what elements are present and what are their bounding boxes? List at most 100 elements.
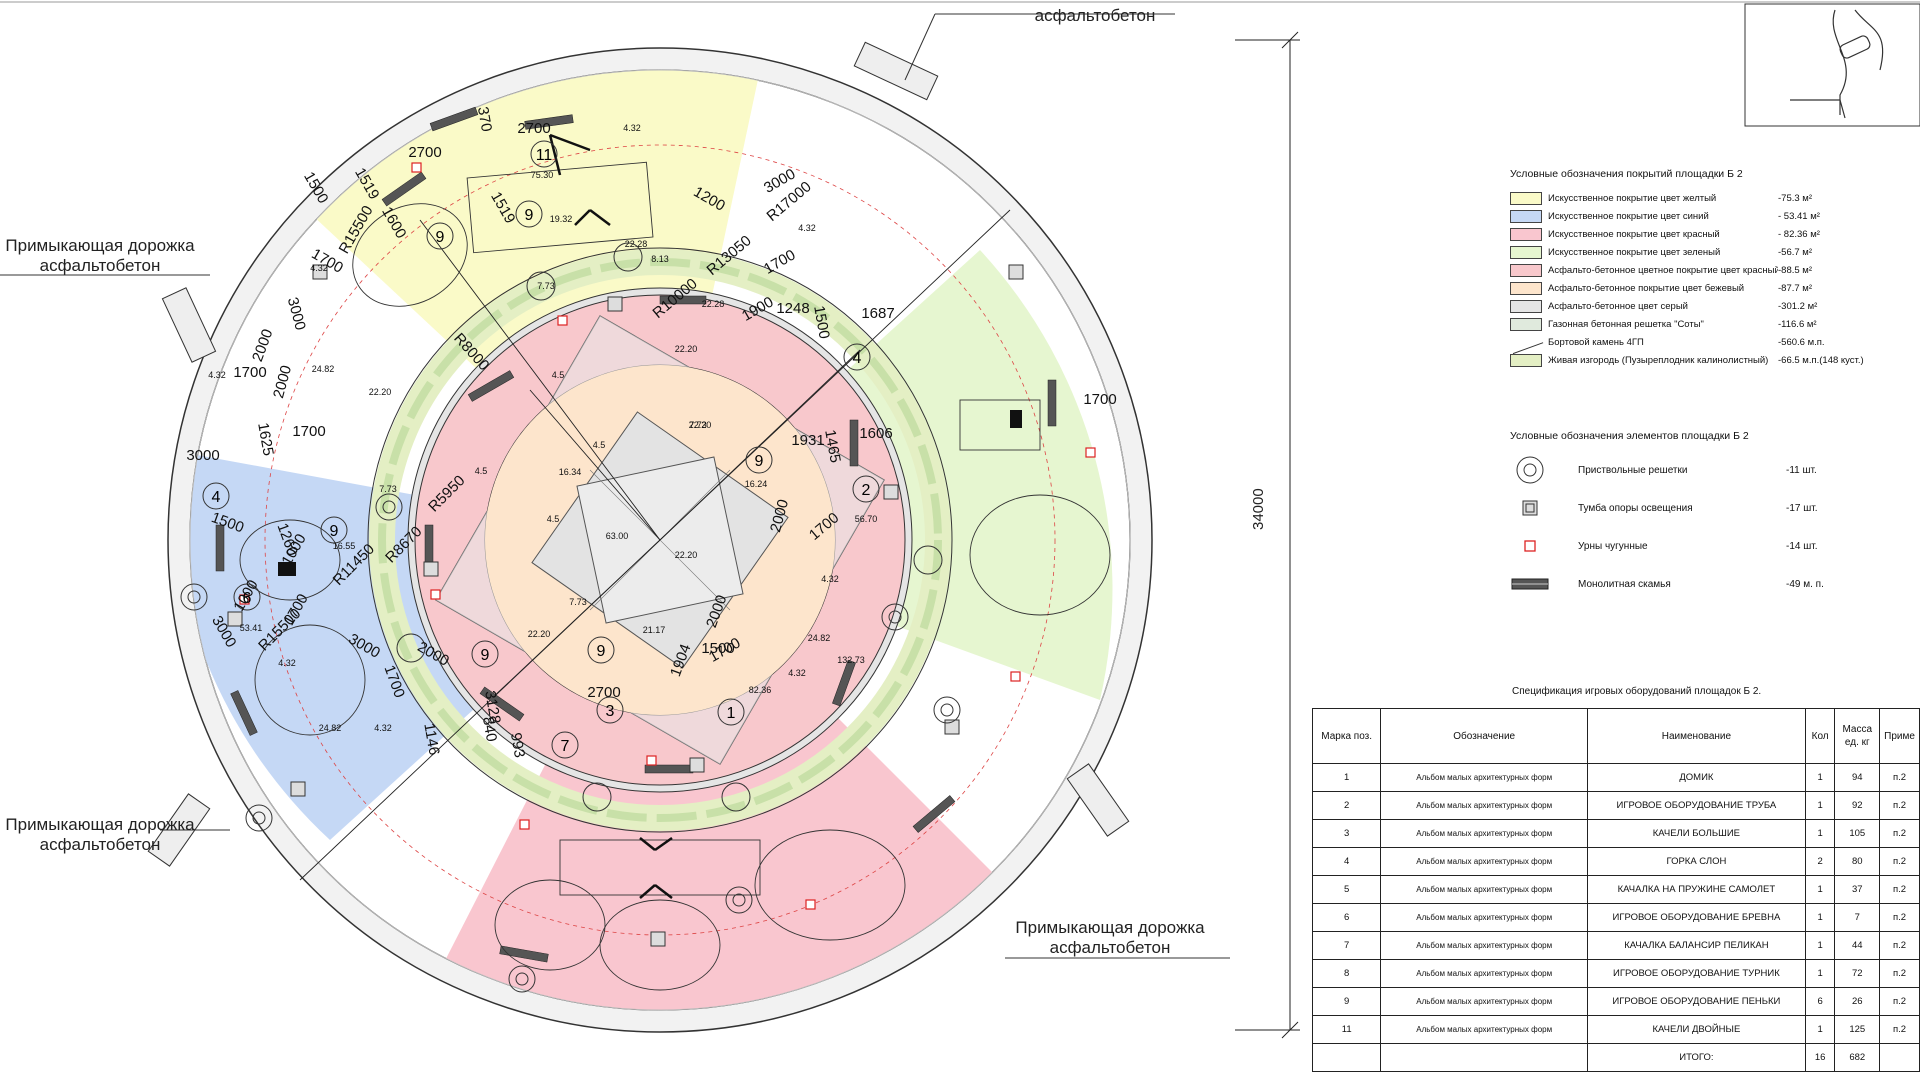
small-dimension-label: 19.32 bbox=[550, 214, 573, 224]
legend-row: Асфальто-бетонное цветное покрытие цвет … bbox=[1510, 261, 1910, 279]
zone-number: 1 bbox=[717, 698, 745, 726]
small-dimension-label: 4.32 bbox=[623, 123, 641, 133]
legend-swatch bbox=[1510, 353, 1542, 367]
legend-row: Асфальто-бетонное покрытие цвет бежевый -… bbox=[1510, 279, 1910, 297]
small-dimension-label: 4.32 bbox=[310, 263, 328, 273]
table-cell: п.2 bbox=[1879, 987, 1920, 1016]
dimension-label: 1465 bbox=[821, 428, 844, 464]
zone-number-circle bbox=[852, 475, 880, 503]
table-cell: Альбом малых архитектурных форм bbox=[1380, 931, 1589, 960]
dimension-label: 1931 bbox=[791, 432, 824, 449]
path-label-left-bottom: Примыкающая дорожка асфальтобетон bbox=[0, 815, 200, 855]
table-cell: 72 bbox=[1834, 959, 1881, 988]
path-label-line2: асфальтобетон bbox=[39, 835, 161, 854]
spec-header-cell: Обозначение bbox=[1380, 708, 1589, 764]
small-dimension-label: 16.55 bbox=[333, 541, 356, 551]
trash-bin-icon bbox=[1510, 531, 1556, 561]
small-dimension-label: 63.00 bbox=[606, 531, 629, 541]
legend-value: -87.7 м² bbox=[1778, 282, 1812, 294]
small-dimension-label: 7.73 bbox=[537, 281, 555, 291]
table-cell: 1 bbox=[1311, 763, 1382, 792]
legend-row: Искусственное покрытие цвет синий- 53.41… bbox=[1510, 207, 1910, 225]
table-cell: ИГРОВОЕ ОБОРУДОВАНИЕ БРЕВНА bbox=[1587, 903, 1806, 932]
dimension-label: 1248 bbox=[776, 300, 809, 317]
zone-number-text: 9 bbox=[436, 229, 445, 246]
legend-swatch bbox=[1510, 209, 1542, 223]
zone-number: 2 bbox=[852, 475, 880, 503]
legend-name: Искусственное покрытие цвет зеленый bbox=[1548, 246, 1721, 258]
zone-number-text: 1 bbox=[727, 705, 736, 722]
table-cell: 1 bbox=[1804, 1015, 1836, 1044]
table-cell: 9 bbox=[1311, 987, 1382, 1016]
table-cell: Альбом малых архитектурных форм bbox=[1380, 791, 1589, 820]
spec-title: Спецификация игровых оборудований площад… bbox=[1512, 686, 1762, 697]
legend-value: - 82.36 м² bbox=[1778, 228, 1820, 240]
table-cell: 80 bbox=[1834, 847, 1881, 876]
legend-swatch bbox=[1510, 281, 1542, 295]
zone-number-circle bbox=[471, 640, 499, 668]
dimension-label: 1606 bbox=[859, 425, 892, 442]
dimension-label: 3000 bbox=[186, 447, 219, 464]
table-cell: п.2 bbox=[1879, 819, 1920, 848]
elements-legend: Условные обозначения элементов площадки … bbox=[1510, 430, 1910, 603]
zone-number: 6 bbox=[233, 583, 261, 611]
dimension-label: 2700 bbox=[517, 120, 550, 137]
legend-value: -75.3 м² bbox=[1778, 192, 1812, 204]
legend-swatch bbox=[1510, 227, 1542, 241]
table-cell: КАЧАЛКА БАЛАНСИР ПЕЛИКАН bbox=[1587, 931, 1806, 960]
small-dimension-label: 4.5 bbox=[593, 440, 606, 450]
element-value: -11 шт. bbox=[1786, 464, 1817, 476]
dimension-label: 840 bbox=[479, 715, 500, 743]
zone-number: 7 bbox=[551, 731, 579, 759]
table-cell: Альбом малых архитектурных форм bbox=[1380, 903, 1589, 932]
table-cell bbox=[1380, 1043, 1589, 1072]
table-cell: КАЧЕЛИ ДВОЙНЫЕ bbox=[1587, 1015, 1806, 1044]
zone-red bbox=[430, 540, 1000, 1010]
table-cell: п.2 bbox=[1879, 903, 1920, 932]
table-cell: Альбом малых архитектурных форм bbox=[1380, 875, 1589, 904]
legend-swatch bbox=[1510, 317, 1542, 331]
table-cell: 1 bbox=[1804, 791, 1836, 820]
small-dimension-label: 7.73 bbox=[569, 597, 587, 607]
legend-title: Условные обозначения покрытий площадки Б… bbox=[1510, 168, 1743, 180]
small-dimension-label: 22.20 bbox=[689, 420, 712, 430]
table-cell: ИТОГО: bbox=[1587, 1043, 1806, 1072]
small-dimension-label: 4.5 bbox=[552, 370, 565, 380]
zone-number-circle bbox=[426, 222, 454, 250]
legend-value: -560.6 м.п. bbox=[1778, 336, 1825, 348]
zone-number: 9 bbox=[515, 200, 543, 228]
small-dimension-label: 22.28 bbox=[702, 299, 725, 309]
table-cell: Альбом малых архитектурных форм bbox=[1380, 847, 1589, 876]
table-cell: 94 bbox=[1834, 763, 1881, 792]
dimension-label: 1687 bbox=[861, 305, 894, 322]
key-map bbox=[1744, 3, 1920, 127]
table-cell: ИГРОВОЕ ОБОРУДОВАНИЕ ТРУБА bbox=[1587, 791, 1806, 820]
legend-swatch bbox=[1510, 263, 1542, 277]
table-cell: 1 bbox=[1804, 903, 1836, 932]
element-name: Урны чугунные bbox=[1578, 540, 1648, 552]
light-pole-base-icon bbox=[1510, 493, 1556, 523]
small-dimension-label: 7.73 bbox=[689, 420, 707, 430]
legend-name: Асфальто-бетонное покрытие цвет бежевый bbox=[1548, 282, 1745, 294]
element-value: -14 шт. bbox=[1786, 540, 1818, 552]
table-cell: КАЧАЛКА НА ПРУЖИНЕ САМОЛЕТ bbox=[1587, 875, 1806, 904]
small-dimension-label: 24.82 bbox=[319, 723, 342, 733]
dimension-label: 1625 bbox=[254, 421, 277, 457]
table-cell: п.2 bbox=[1879, 1015, 1920, 1044]
spec-header-cell: Марка поз. bbox=[1311, 708, 1382, 764]
table-cell bbox=[1879, 1043, 1920, 1072]
zone-number-circle bbox=[551, 731, 579, 759]
legend-name: Искусственное покрытие цвет желтый bbox=[1548, 192, 1717, 204]
table-cell: КАЧЕЛИ БОЛЬШИЕ bbox=[1587, 819, 1806, 848]
zone-number-text: 9 bbox=[481, 647, 490, 664]
table-cell bbox=[1311, 1043, 1382, 1072]
legend-name: Асфальто-бетонное цвет серый bbox=[1548, 300, 1688, 312]
legend-value: - 53.41 м² bbox=[1778, 210, 1820, 222]
dimension-label: 2700 bbox=[408, 144, 441, 161]
